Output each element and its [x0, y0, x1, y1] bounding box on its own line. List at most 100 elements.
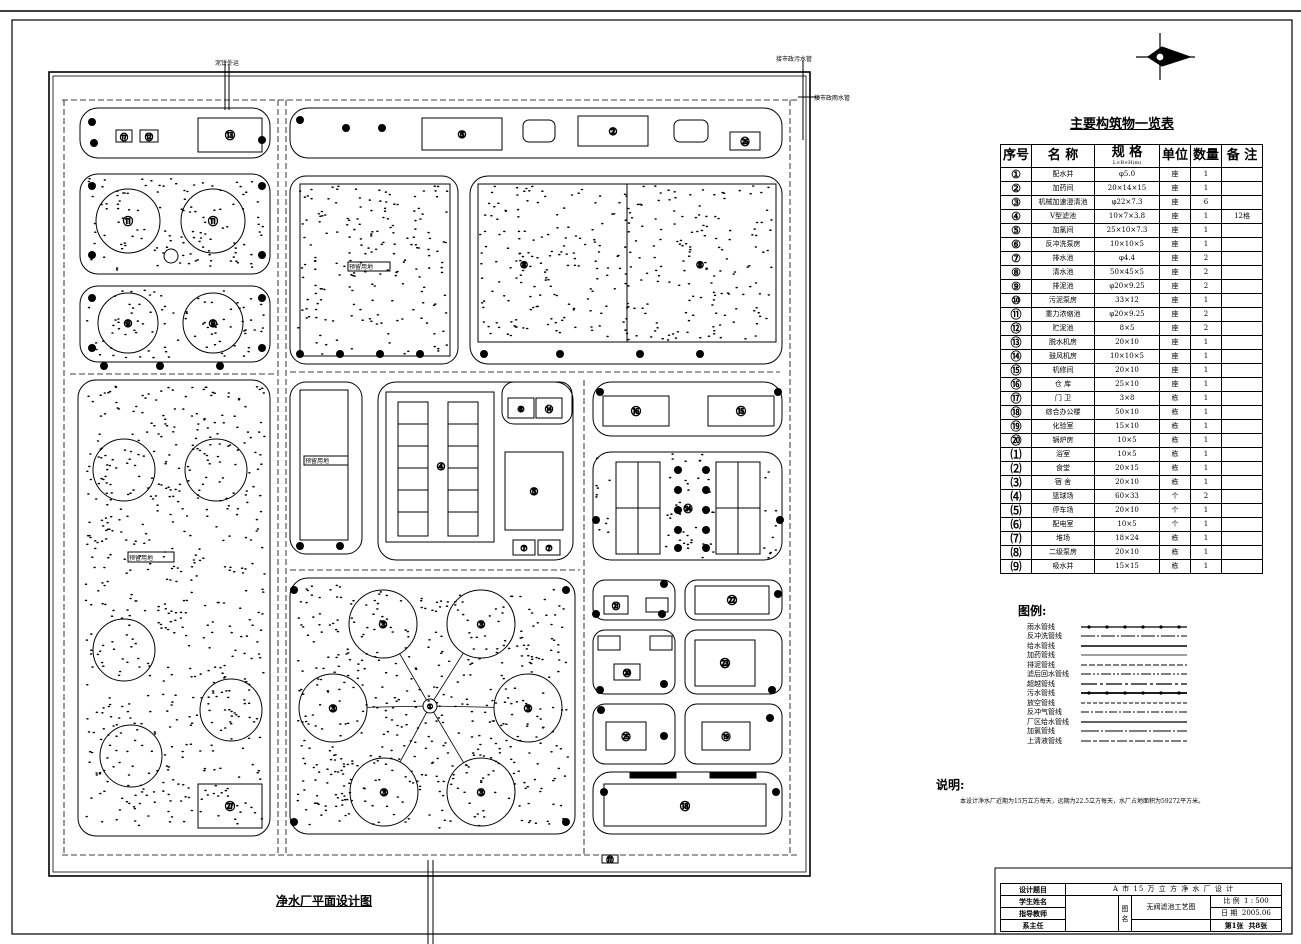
cell-spec: 50×10 [1094, 405, 1161, 420]
cell-no: ⑰ [999, 391, 1033, 406]
legend-line-sample [1081, 730, 1187, 732]
cell-note [1221, 265, 1264, 280]
col-unit: 单位 [1159, 144, 1192, 168]
cell-note [1221, 167, 1264, 182]
cell-no: ⑴ [999, 447, 1033, 462]
legend-item: 反冲气管线 [1027, 708, 1189, 717]
cell-qty: 1 [1190, 335, 1223, 350]
legend-item: 上清液管线 [1027, 736, 1189, 745]
svg-text:③: ③ [477, 788, 486, 799]
cell-unit: 座 [1159, 209, 1192, 224]
zone-filters: ④ ⑤ ⑦ ⑦ ⑥ ⑭ [289, 381, 574, 561]
cell-spec: 8×5 [1094, 321, 1161, 336]
zone-label: 预留用地 [305, 458, 330, 465]
legend-item-label: 加药管线 [1027, 651, 1055, 659]
cell-unit: 座 [1159, 349, 1192, 364]
cell-note [1221, 293, 1264, 308]
cell-note [1221, 377, 1264, 392]
cell-no: ⑥ [999, 237, 1033, 252]
cell-spec: 50×45×5 [1094, 265, 1161, 280]
cell-note [1221, 195, 1264, 210]
student-label: 学生姓名 [1000, 895, 1066, 908]
cell-unit: 座 [1159, 279, 1192, 294]
cell-no: ② [999, 181, 1033, 196]
zone-sludge-top: ⑰ ⑫ ⑬ ⑪ ⑪ ⑨ ⑨ ㉗ [77, 107, 271, 837]
cell-qty: 1 [1190, 363, 1223, 378]
cell-note [1221, 181, 1264, 196]
cell-qty: 2 [1190, 321, 1223, 336]
cell-note [1221, 517, 1264, 532]
cell-spec: 60×33 [1094, 489, 1161, 504]
svg-text:②: ② [609, 127, 618, 138]
cell-qty: 2 [1190, 251, 1223, 266]
legend-line-sample [1081, 691, 1187, 695]
cell-qty: 1 [1190, 517, 1223, 532]
cell-note [1221, 321, 1264, 336]
cell-name: 排水池 [1031, 251, 1096, 266]
col-qty: 数量 [1190, 144, 1223, 168]
cell-qty: 2 [1190, 307, 1223, 322]
cell-name: 重力浓缩池 [1031, 307, 1096, 322]
cell-no: ⑬ [999, 335, 1033, 350]
cell-qty: 2 [1190, 489, 1223, 504]
svg-text:㉑: ㉑ [612, 602, 620, 611]
cell-unit: 座 [1159, 293, 1192, 308]
svg-text:⑯: ⑯ [631, 406, 641, 418]
legend-line-sample [1081, 720, 1187, 723]
sheet-total: 共8张 [1248, 921, 1268, 930]
svg-text:③: ③ [380, 788, 389, 799]
svg-text:㉗: ㉗ [225, 801, 235, 813]
cell-no: ⑨ [999, 279, 1033, 294]
cell-note [1221, 475, 1264, 490]
legend-item: 超越管线 [1027, 679, 1189, 688]
legend-line-sample [1081, 664, 1187, 665]
title-block-frame [994, 867, 1293, 935]
cell-qty: 1 [1190, 377, 1223, 392]
cell-name: 配电室 [1031, 517, 1096, 532]
cell-unit: 栋 [1159, 475, 1192, 490]
legend-item-label: 污水管线 [1027, 689, 1055, 697]
cell-qty: 1 [1190, 419, 1223, 434]
zone-top-row: ⑤ ② ㉖ ⑧ ⑧ [289, 107, 783, 365]
cell-no: ⑻ [999, 545, 1033, 560]
legend-item: 雨水管线 [1027, 622, 1189, 631]
date-value: 2005.06 [1241, 909, 1271, 917]
plan-title: 净水厂平面设计图 [276, 894, 373, 908]
col-name: 名 称 [1031, 144, 1096, 168]
cell-no: ⑶ [999, 475, 1033, 490]
cell-unit: 栋 [1159, 461, 1192, 476]
col-spec-label: 规 格 [1111, 145, 1143, 160]
landscape-speckle [84, 177, 778, 829]
cell-spec: 20×14×15 [1094, 181, 1161, 196]
cell-qty: 1 [1190, 503, 1223, 518]
cell-spec: 10×10×5 [1094, 349, 1161, 364]
cell-unit: 座 [1159, 237, 1192, 252]
svg-text:⑪: ⑪ [208, 216, 218, 228]
legend-item: 厂区给水管线 [1027, 717, 1189, 726]
cell-unit: 座 [1159, 195, 1192, 210]
cell-unit: 栋 [1159, 405, 1192, 420]
svg-text:⑤: ⑤ [458, 130, 467, 141]
cell-note [1221, 447, 1264, 462]
cell-note [1221, 279, 1264, 294]
cell-spec: 10×10×5 [1094, 237, 1161, 252]
cell-name: 污泥泵房 [1031, 293, 1096, 308]
svg-text:⑭: ⑭ [545, 405, 553, 414]
cell-unit: 座 [1159, 335, 1192, 350]
svg-text:⑰: ⑰ [607, 856, 614, 864]
cell-no: ⑯ [999, 377, 1033, 392]
cell-unit: 座 [1159, 251, 1192, 266]
cell-qty: 1 [1190, 559, 1223, 574]
cell-name: 排泥池 [1031, 279, 1096, 294]
